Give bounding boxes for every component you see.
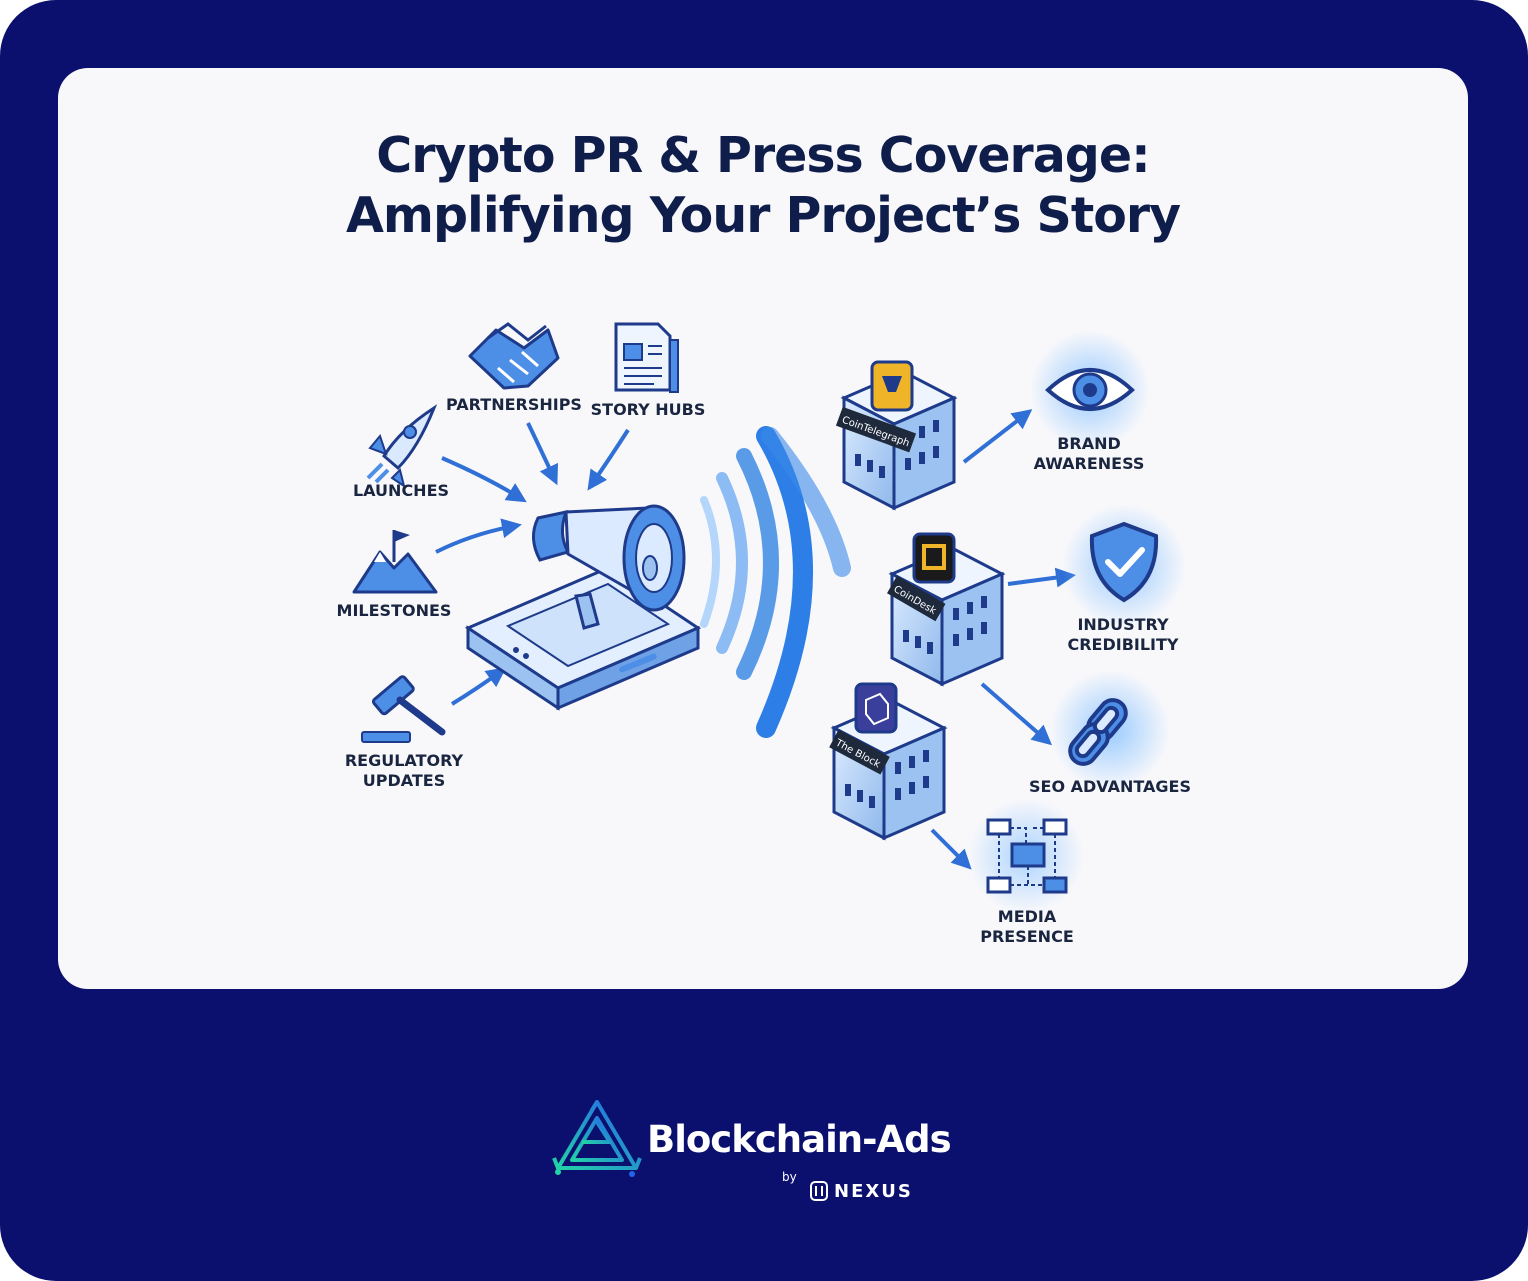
- nexus-logo: NEXUS: [810, 1180, 913, 1202]
- media-label-line-2: PRESENCE: [980, 927, 1074, 946]
- shield-check-icon: [1089, 521, 1159, 603]
- arrow-milestones: [435, 518, 522, 554]
- arrow-media: [930, 828, 972, 870]
- gavel-icon: [361, 675, 446, 743]
- seo-label: SEO ADVANTAGES: [1029, 777, 1191, 796]
- arrow-brand: [962, 409, 1033, 464]
- arrow-credibility: [1007, 567, 1076, 588]
- handshake-icon: [468, 322, 560, 390]
- network-icon: [986, 818, 1068, 894]
- launches-label: LAUNCHES: [353, 481, 449, 500]
- rocket-icon: [366, 404, 438, 489]
- brand-label-line-2: AWARENESS: [1034, 454, 1145, 473]
- milestones-label: MILESTONES: [337, 601, 452, 620]
- brand-by: by: [782, 1170, 797, 1184]
- infographic-card: Crypto PR & Press Coverage: Amplifying Y…: [58, 68, 1468, 989]
- regulatory-label-line-1: REGULATORY: [345, 751, 464, 770]
- nexus-icon: [810, 1181, 828, 1201]
- chain-link-icon: [1068, 698, 1128, 766]
- arrow-story: [587, 428, 630, 491]
- footer-brand: Blockchain-Ads by NEXUS: [552, 1098, 972, 1208]
- partnerships-label: PARTNERSHIPS: [446, 395, 582, 414]
- page-title: Crypto PR & Press Coverage: Amplifying Y…: [58, 126, 1468, 246]
- brand-name: Blockchain-Ads: [647, 1118, 952, 1161]
- pr-flow-diagram: PARTNERSHIPS STORY HUBS LAUNCHES: [337, 322, 1191, 946]
- regulatory-label-line-2: UPDATES: [363, 771, 446, 790]
- outcome-arrows: [930, 409, 1076, 870]
- eye-icon: [1045, 368, 1135, 411]
- title-line-2: Amplifying Your Project’s Story: [345, 187, 1181, 244]
- arrow-seo: [980, 682, 1053, 746]
- document-icon: [614, 322, 679, 393]
- arrow-partnerships: [526, 422, 558, 486]
- blockchain-ads-logo-icon: [552, 1100, 642, 1177]
- building-icon: [830, 682, 948, 841]
- mountain-flag-icon: [352, 530, 438, 594]
- credibility-label-line-2: CREDIBILITY: [1067, 635, 1178, 654]
- brand-label-line-1: BRAND: [1057, 434, 1121, 453]
- credibility-label-line-1: INDUSTRY: [1077, 615, 1169, 634]
- title-line-1: Crypto PR & Press Coverage:: [376, 127, 1150, 184]
- input-arrows: [435, 422, 630, 706]
- sound-waves: [700, 426, 851, 738]
- arrow-launches: [441, 456, 527, 503]
- media-label-line-1: MEDIA: [998, 907, 1057, 926]
- story-hubs-label: STORY HUBS: [591, 400, 706, 419]
- nexus-text: NEXUS: [834, 1180, 913, 1202]
- megaphone-icon: [532, 504, 686, 630]
- arrow-regulatory: [450, 667, 507, 706]
- building-icon: [888, 532, 1006, 687]
